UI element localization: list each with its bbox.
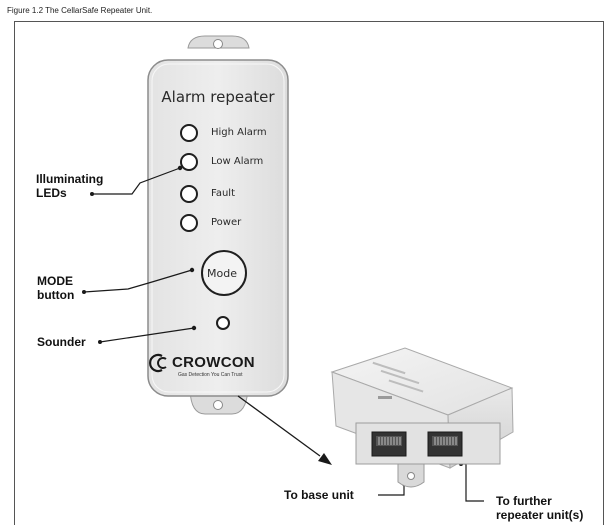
callout-line-sounder xyxy=(99,327,195,343)
callout-sounder: Sounder xyxy=(37,335,86,349)
led-label-fault: Fault xyxy=(211,188,235,199)
crowcon-logo-icon xyxy=(149,353,167,373)
led-fault xyxy=(180,185,198,203)
callout-base-unit: To base unit xyxy=(284,488,354,502)
callout-line-leds xyxy=(92,167,181,195)
mode-button-label: Mode xyxy=(207,267,237,280)
mounting-hole-bottom xyxy=(213,400,223,410)
led-label-high-alarm: High Alarm xyxy=(211,127,267,138)
led-low-alarm xyxy=(180,153,198,171)
callout-further-line1: To further xyxy=(496,494,552,508)
callout-line-base-unit xyxy=(378,484,405,496)
callout-leds-line1: Illuminating xyxy=(36,172,104,186)
sounder-graphic xyxy=(216,316,230,330)
callout-line-further xyxy=(461,463,484,502)
panel-title: Alarm repeater xyxy=(161,88,275,106)
mounting-hole-top xyxy=(213,39,223,49)
figure-caption: Figure 1.2 The CellarSafe Repeater Unit. xyxy=(7,6,153,15)
connection-arrow xyxy=(237,395,332,465)
figure-frame xyxy=(14,21,604,525)
callout-further-line2: repeater unit(s) xyxy=(496,508,584,522)
led-high-alarm xyxy=(180,124,198,142)
led-label-power: Power xyxy=(211,217,242,228)
led-power xyxy=(180,214,198,232)
callout-mode-line1: MODE xyxy=(37,274,73,288)
callout-line-mode xyxy=(83,269,193,293)
repeater-panel xyxy=(147,35,289,415)
mode-button-graphic xyxy=(201,250,247,296)
junction-box xyxy=(330,347,514,488)
brand-name: CROWCON xyxy=(172,354,255,371)
led-label-low-alarm: Low Alarm xyxy=(211,156,264,167)
brand-tagline: Gas Detection You Can Trust xyxy=(178,372,243,378)
callout-leds-line2: LEDs xyxy=(36,186,67,200)
callout-mode-line2: button xyxy=(37,288,75,302)
